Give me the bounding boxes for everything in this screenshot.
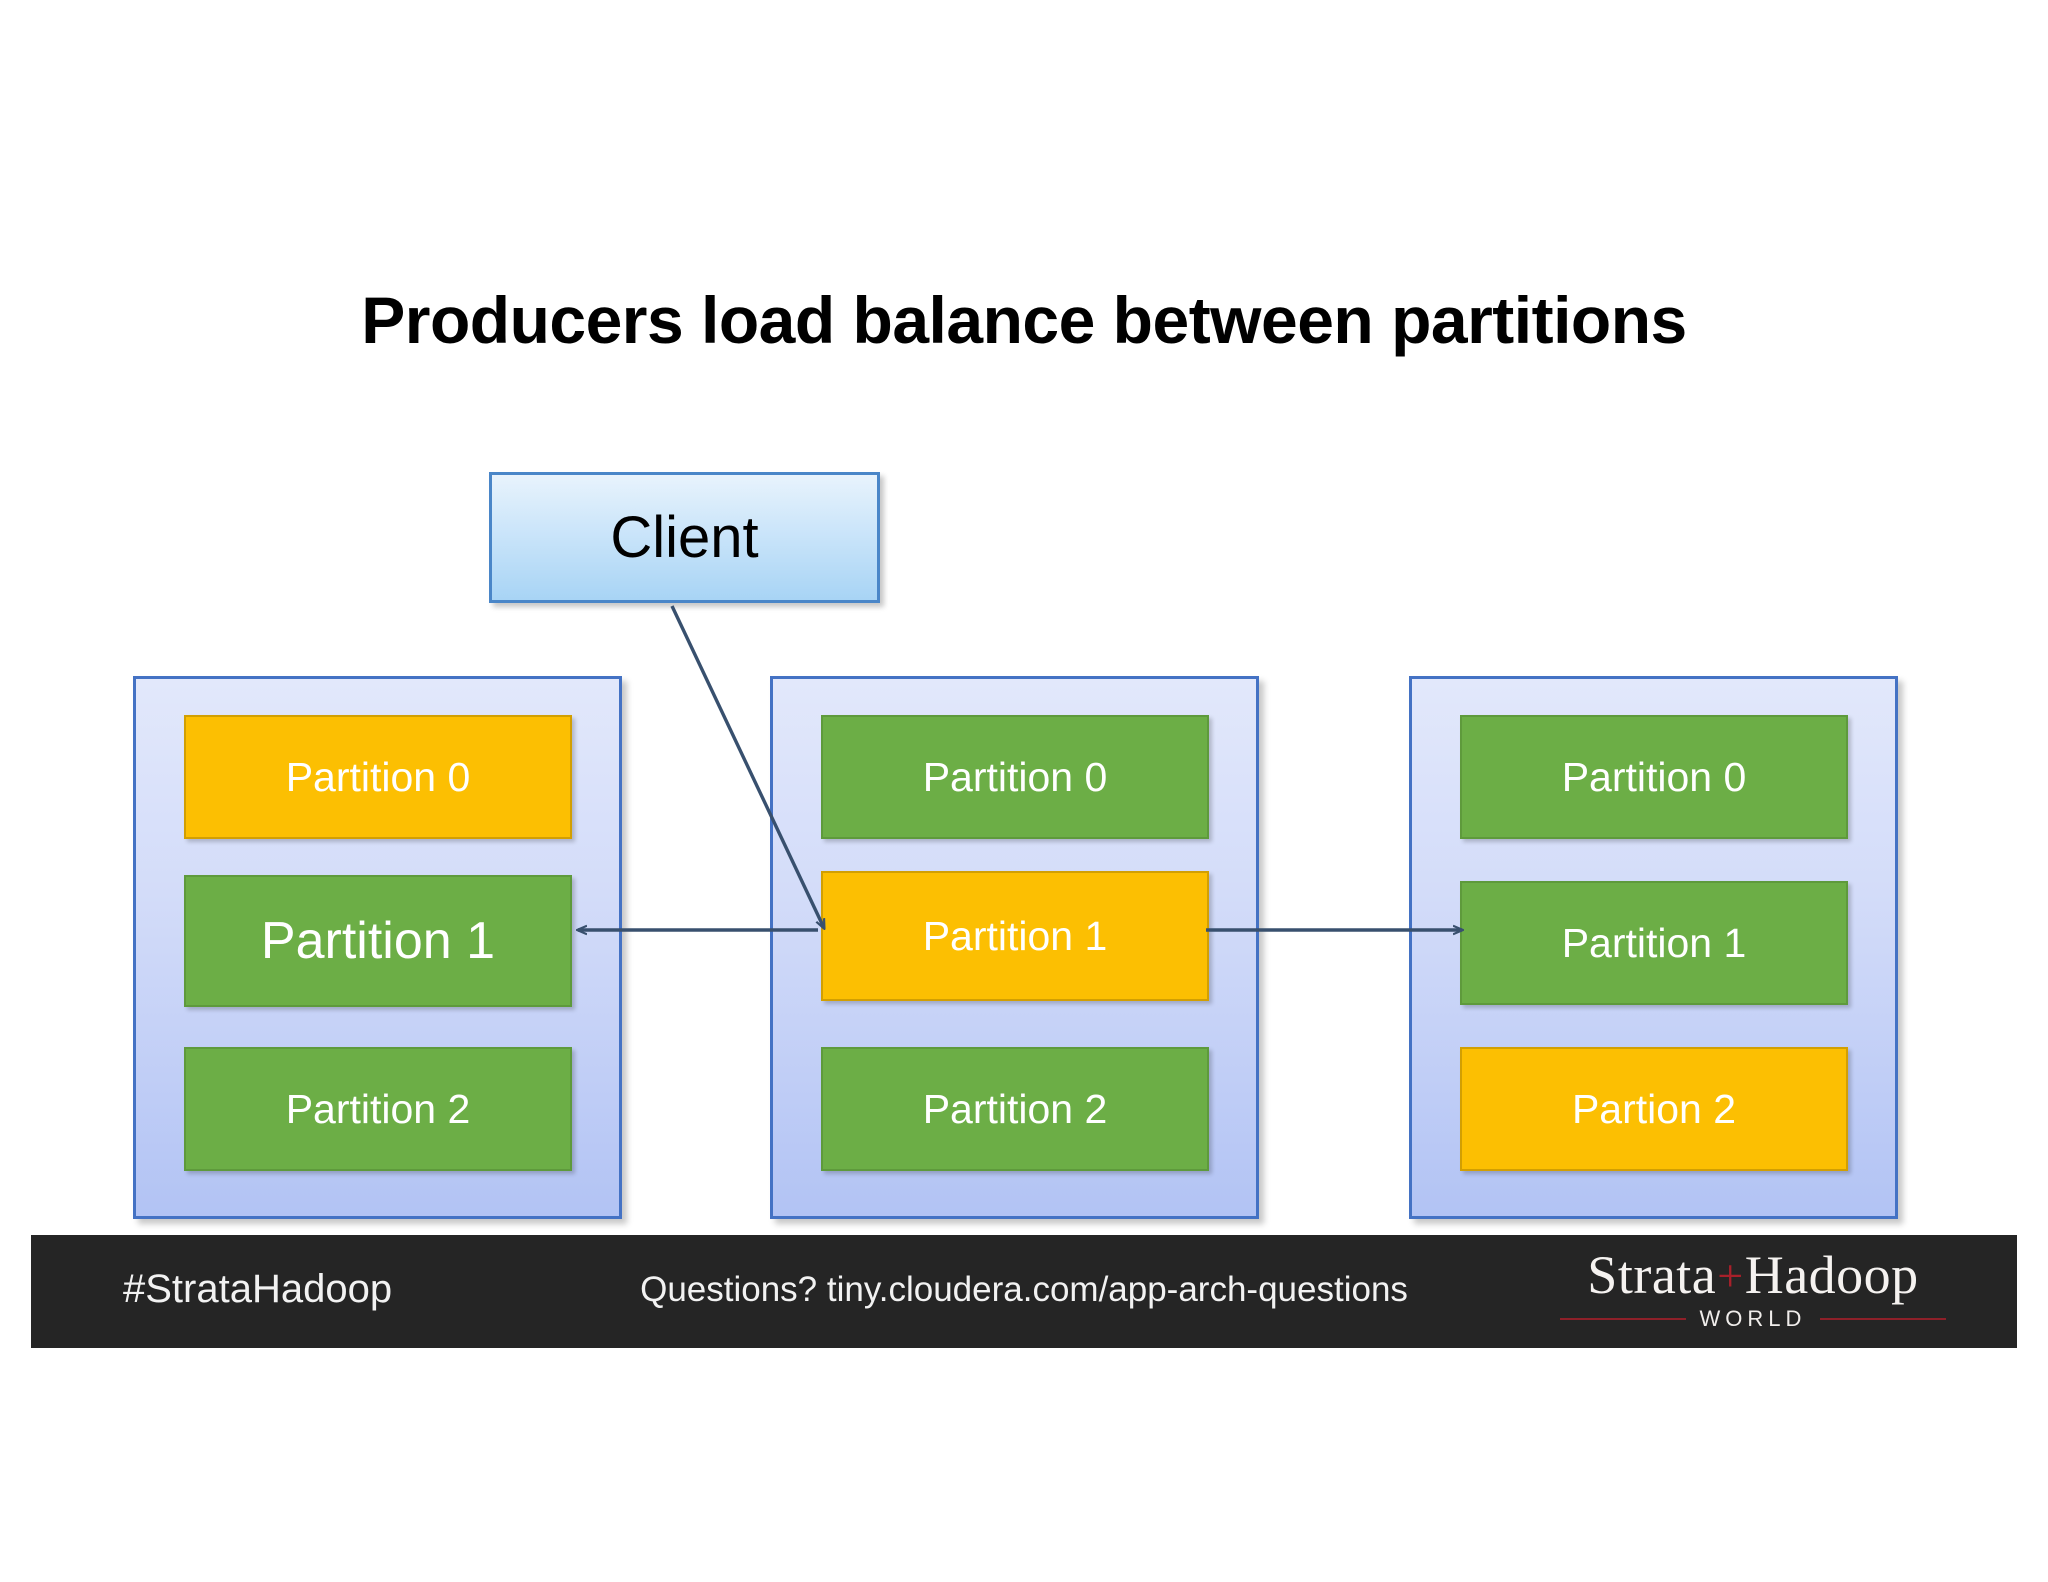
footer-bar: #StrataHadoop Questions? tiny.cloudera.c… bbox=[31, 1235, 2017, 1348]
partition-left-2[interactable]: Partition 2 bbox=[184, 1047, 572, 1171]
logo-subtitle: WORLD bbox=[1699, 1305, 1807, 1331]
client-label: Client bbox=[610, 504, 759, 570]
strata-hadoop-world-logo: Strata+Hadoop WORLD bbox=[1553, 1247, 1953, 1339]
client-box[interactable]: Client bbox=[489, 472, 880, 603]
broker-left[interactable]: Partition 0 Partition 1 Partition 2 bbox=[133, 676, 622, 1219]
broker-middle[interactable]: Partition 0 Partition 1 Partition 2 bbox=[770, 676, 1259, 1219]
partition-middle-1[interactable]: Partition 1 bbox=[821, 871, 1209, 1001]
logo-rule-left bbox=[1559, 1317, 1686, 1320]
partition-label: Partition 2 bbox=[285, 1085, 471, 1132]
partition-label: Partition 1 bbox=[922, 912, 1108, 959]
logo-rule-right bbox=[1820, 1317, 1947, 1320]
partition-label: Partition 0 bbox=[922, 753, 1108, 800]
partition-left-1[interactable]: Partition 1 bbox=[184, 875, 572, 1007]
logo-word-hadoop: Hadoop bbox=[1744, 1245, 1919, 1305]
partition-right-1[interactable]: Partition 1 bbox=[1460, 881, 1848, 1005]
logo-wordmark: Strata+Hadoop bbox=[1553, 1247, 1953, 1304]
partition-label: Partition 1 bbox=[260, 912, 496, 970]
logo-subtitle-row: WORLD bbox=[1553, 1306, 1953, 1332]
logo-plus-icon: + bbox=[1717, 1250, 1744, 1301]
partition-right-0[interactable]: Partition 0 bbox=[1460, 715, 1848, 839]
logo-word-strata: Strata bbox=[1587, 1245, 1717, 1305]
footer-questions-link[interactable]: Questions? tiny.cloudera.com/app-arch-qu… bbox=[640, 1270, 1408, 1309]
partition-left-0[interactable]: Partition 0 bbox=[184, 715, 572, 839]
partition-label: Partition 2 bbox=[922, 1085, 1108, 1132]
partition-middle-2[interactable]: Partition 2 bbox=[821, 1047, 1209, 1171]
footer-hashtag: #StrataHadoop bbox=[123, 1267, 393, 1311]
partition-label: Partion 2 bbox=[1571, 1085, 1737, 1132]
broker-right[interactable]: Partition 0 Partition 1 Partion 2 bbox=[1409, 676, 1898, 1219]
partition-label: Partition 0 bbox=[285, 753, 471, 800]
partition-middle-0[interactable]: Partition 0 bbox=[821, 715, 1209, 839]
page-title: Producers load balance between partition… bbox=[361, 283, 1687, 357]
partition-label: Partition 0 bbox=[1561, 753, 1747, 800]
partition-label: Partition 1 bbox=[1561, 919, 1747, 966]
partition-right-2[interactable]: Partion 2 bbox=[1460, 1047, 1848, 1171]
